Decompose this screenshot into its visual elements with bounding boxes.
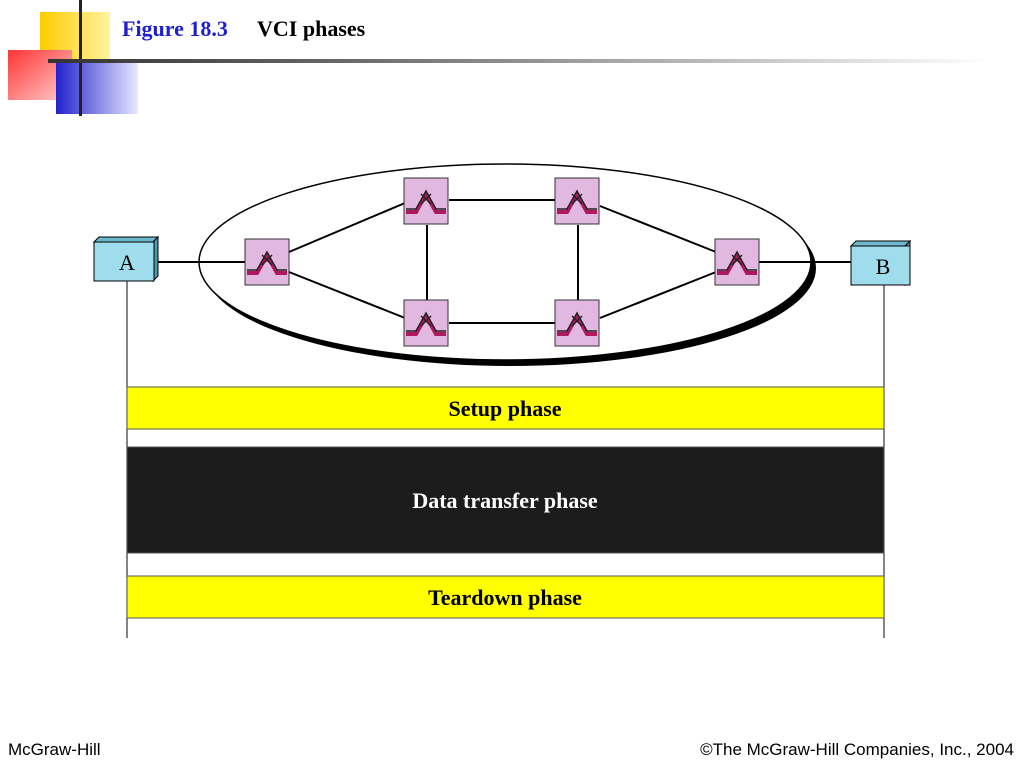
switch-icon [402,298,450,348]
endpoint-b-label: B [876,254,891,279]
page-title: Figure 18.3 VCI phases [122,16,365,42]
footer-publisher: McGraw-Hill [8,740,101,759]
corner-decoration [8,0,138,116]
figure-label: Figure 18.3 [122,16,228,41]
setup-phase-label: Setup phase [448,396,561,421]
switch-icon [243,237,291,287]
switch-icon [402,176,450,226]
setup-phase: Setup phase [126,386,885,430]
switch-icon [713,237,761,287]
endpoint-b: B [849,239,912,287]
switch-icon [553,298,601,348]
title-divider [48,59,988,63]
footer-copyright: ©The McGraw-Hill Companies, Inc., 2004 [700,740,1014,759]
network-links [156,199,852,324]
endpoint-a-label: A [119,250,135,275]
data-transfer-phase-label: Data transfer phase [412,488,598,513]
figure-title: VCI phases [257,16,366,41]
endpoint-a: A [92,235,160,283]
data-transfer-phase: Data transfer phase [126,446,885,554]
teardown-phase: Teardown phase [126,575,885,619]
teardown-phase-label: Teardown phase [428,585,582,610]
switch-icon [553,176,601,226]
